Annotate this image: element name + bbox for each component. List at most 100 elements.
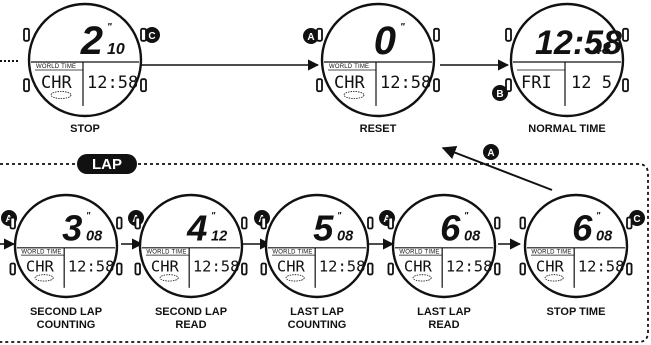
day-of-week: FRI xyxy=(521,73,552,93)
watch-face-circle xyxy=(13,193,119,299)
sub-display-digits: 08 xyxy=(464,229,481,245)
dst-indicator-icon xyxy=(343,91,365,99)
watch-side-button xyxy=(23,27,30,42)
button-c-badge-stop: C xyxy=(144,27,160,43)
watch-side-button xyxy=(494,262,501,276)
watch-caption: NORMAL TIME xyxy=(528,123,605,135)
dst-indicator-icon xyxy=(34,274,54,282)
svg-text:B: B xyxy=(496,89,503,100)
sub-display-digits: 12 xyxy=(211,229,227,245)
watch-side-button xyxy=(519,262,526,276)
world-time-value: 12:58 xyxy=(380,73,431,93)
world-time-label: WORLD TIME xyxy=(36,64,76,70)
watch-caption: COUNTING xyxy=(288,319,347,331)
watch-side-button xyxy=(622,78,629,93)
watch-side-button xyxy=(316,27,323,42)
watch-side-button xyxy=(260,216,267,230)
watch-side-button xyxy=(316,78,323,93)
world-city-code: CHR xyxy=(277,258,306,276)
watch-side-button xyxy=(622,27,629,42)
button-b-badge-normal: B xyxy=(492,85,508,101)
watch-caption: STOP xyxy=(70,123,100,135)
world-time-value: 12:58 xyxy=(578,258,625,276)
watch-side-button xyxy=(626,262,633,276)
watch-side-button xyxy=(387,262,394,276)
watch-side-button xyxy=(367,216,374,230)
main-display-digits: 4 xyxy=(186,208,207,249)
seconds-mark: " xyxy=(400,22,405,33)
watch-side-button xyxy=(134,216,141,230)
watch-side-button xyxy=(23,78,30,93)
watch-side-button xyxy=(367,262,374,276)
svg-text:C: C xyxy=(633,214,640,225)
watch-side-button xyxy=(433,78,440,93)
watch-face-circle xyxy=(27,2,143,118)
lap-label-text: LAP xyxy=(92,156,122,173)
watch-caption: READ xyxy=(428,319,459,331)
watch-caption: COUNTING xyxy=(37,319,96,331)
world-time-label: WORLD TIME xyxy=(146,249,186,255)
dst-indicator-icon xyxy=(544,274,564,282)
world-time-label: WORLD TIME xyxy=(399,249,439,255)
svg-text:A: A xyxy=(487,148,494,159)
world-time-value: 12:58 xyxy=(446,258,493,276)
watch-side-button xyxy=(260,262,267,276)
svg-text:A: A xyxy=(5,214,12,225)
seconds-mark: " xyxy=(337,211,342,221)
watch-caption: SECOND LAP xyxy=(30,306,102,318)
world-time-label: WORLD TIME xyxy=(272,249,312,255)
sub-display-digits: 48 xyxy=(592,41,611,58)
watch-side-button xyxy=(433,27,440,42)
world-time-value: 12:58 xyxy=(87,73,138,93)
watch-face-circle xyxy=(264,193,370,299)
watch-side-button xyxy=(140,27,147,42)
watch-caption: RESET xyxy=(360,123,397,135)
world-time-label: WORLD TIME xyxy=(329,64,369,70)
seconds-mark: " xyxy=(86,211,91,221)
watch-side-button xyxy=(140,78,147,93)
watch-side-button xyxy=(9,262,16,276)
button-a-badge-return: A xyxy=(483,144,499,160)
watch-caption: READ xyxy=(175,319,206,331)
world-city-code: CHR xyxy=(26,258,55,276)
main-display-digits: 6 xyxy=(572,208,593,249)
date-value: 12 5 xyxy=(571,73,612,93)
sub-display-digits: 08 xyxy=(337,229,354,245)
watch-side-button xyxy=(134,262,141,276)
watch-face-circle xyxy=(320,2,436,118)
watch-caption: LAST LAP xyxy=(290,306,344,318)
button-c-badge-stoptime: C xyxy=(629,210,645,226)
sub-display-digits: 08 xyxy=(86,229,103,245)
main-display-digits: 6 xyxy=(440,208,461,249)
watch-side-button xyxy=(626,216,633,230)
watch-caption: LAST LAP xyxy=(417,306,471,318)
main-display-digits: 5 xyxy=(313,208,334,249)
watch-side-button xyxy=(387,216,394,230)
watch-face-circle xyxy=(523,193,629,299)
main-display-digits: 12:58 xyxy=(535,24,622,62)
world-time-value: 12:58 xyxy=(319,258,366,276)
world-time-value: 12:58 xyxy=(193,258,240,276)
seconds-mark: " xyxy=(596,211,601,221)
main-display-digits: 2 xyxy=(80,19,103,63)
world-time-label: WORLD TIME xyxy=(531,249,571,255)
world-city-code: CHR xyxy=(334,73,365,93)
watch-side-button xyxy=(505,78,512,93)
world-time-value: 12:58 xyxy=(68,258,115,276)
watch-side-button xyxy=(505,27,512,42)
world-city-code: CHR xyxy=(536,258,565,276)
watch-side-button xyxy=(241,216,248,230)
world-city-code: CHR xyxy=(151,258,180,276)
watch-side-button xyxy=(494,216,501,230)
watch-face-circle xyxy=(138,193,244,299)
watch-side-button xyxy=(116,216,123,230)
seconds-mark: " xyxy=(107,22,112,33)
dst-indicator-icon xyxy=(50,91,72,99)
watch-side-button xyxy=(116,262,123,276)
